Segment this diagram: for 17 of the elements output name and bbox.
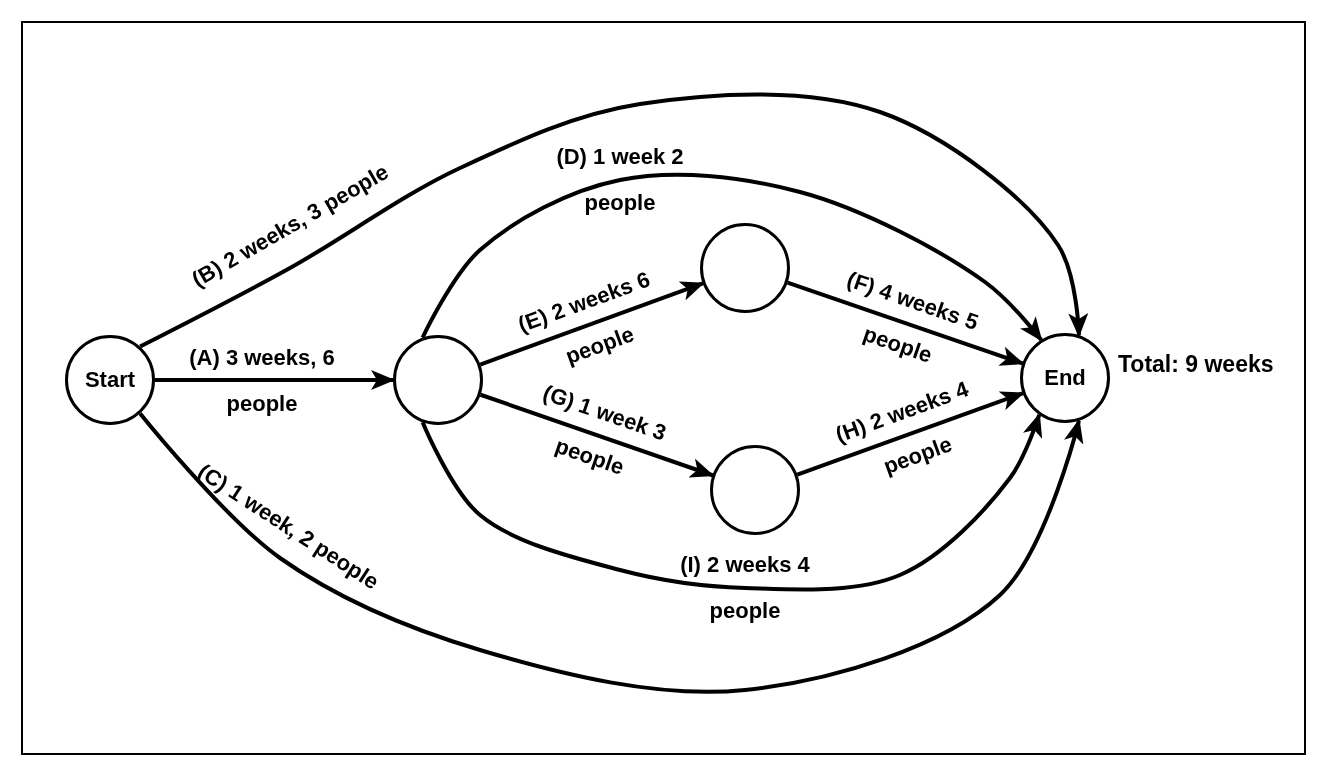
edge-label: (F) 4 weeks 5 people: [842, 265, 983, 370]
arrow: [479, 392, 715, 478]
arrow: [420, 412, 1042, 592]
node-label: Start: [84, 367, 136, 393]
arrow: [479, 281, 705, 367]
edge-label: (I) 2 weeks 4 people: [679, 551, 811, 625]
arrow: [786, 280, 1025, 366]
arrow: [796, 391, 1025, 477]
edge-label: (G) 1 week 3 people: [538, 379, 670, 482]
arrow: [138, 412, 1084, 694]
total-duration: Total: 9 weeks: [1118, 350, 1275, 379]
edge-label: (A) 3 weeks, 6 people: [188, 344, 336, 418]
arrow: [155, 370, 395, 390]
arrow: [139, 92, 1089, 349]
edge-label: (D) 1 week 2 people: [555, 143, 685, 217]
arrow: [420, 172, 1043, 342]
node-label: End: [1044, 365, 1086, 391]
